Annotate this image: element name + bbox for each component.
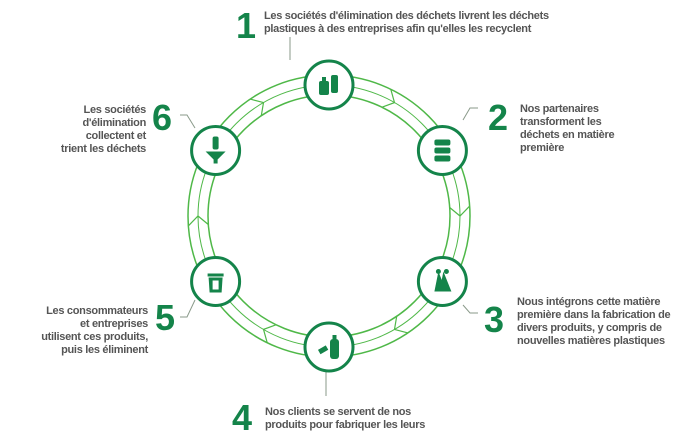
step-6-number: 6 xyxy=(152,97,173,138)
step-6-text: Les sociétés d'élimination collectent et… xyxy=(60,104,146,155)
bags-icon xyxy=(416,256,468,307)
step-2-number: 2 xyxy=(488,97,509,138)
step-3-number: 3 xyxy=(484,299,505,340)
step-4-number: 4 xyxy=(232,397,253,435)
plastic-bottles-icon xyxy=(303,59,355,111)
ring-arrow xyxy=(449,205,471,217)
bottle-tag-icon xyxy=(303,321,355,373)
barrel-icon xyxy=(416,125,468,176)
step-5-number: 5 xyxy=(155,297,176,338)
trash-bin-icon xyxy=(190,256,242,307)
leader-lines xyxy=(180,37,478,396)
ring-arrow xyxy=(381,89,396,108)
bottle-funnel-icon xyxy=(190,125,242,176)
ring-arrow xyxy=(393,316,409,334)
ring-arrow xyxy=(262,324,277,343)
step-5-text: Les consommateurs et entreprises utilise… xyxy=(41,305,148,356)
ring-arrow xyxy=(187,215,209,227)
ring-arrow xyxy=(249,98,265,116)
step-4-text: Nos clients se servent de nos produits p… xyxy=(265,406,426,431)
step-1-text: Les sociétés d'élimination des déchets l… xyxy=(264,10,549,35)
step-3-text: Nous intégrons cette matière première da… xyxy=(517,296,671,347)
step-2-text: Nos partenaires transforment les déchets… xyxy=(520,103,615,154)
step-1-number: 1 xyxy=(236,5,257,46)
